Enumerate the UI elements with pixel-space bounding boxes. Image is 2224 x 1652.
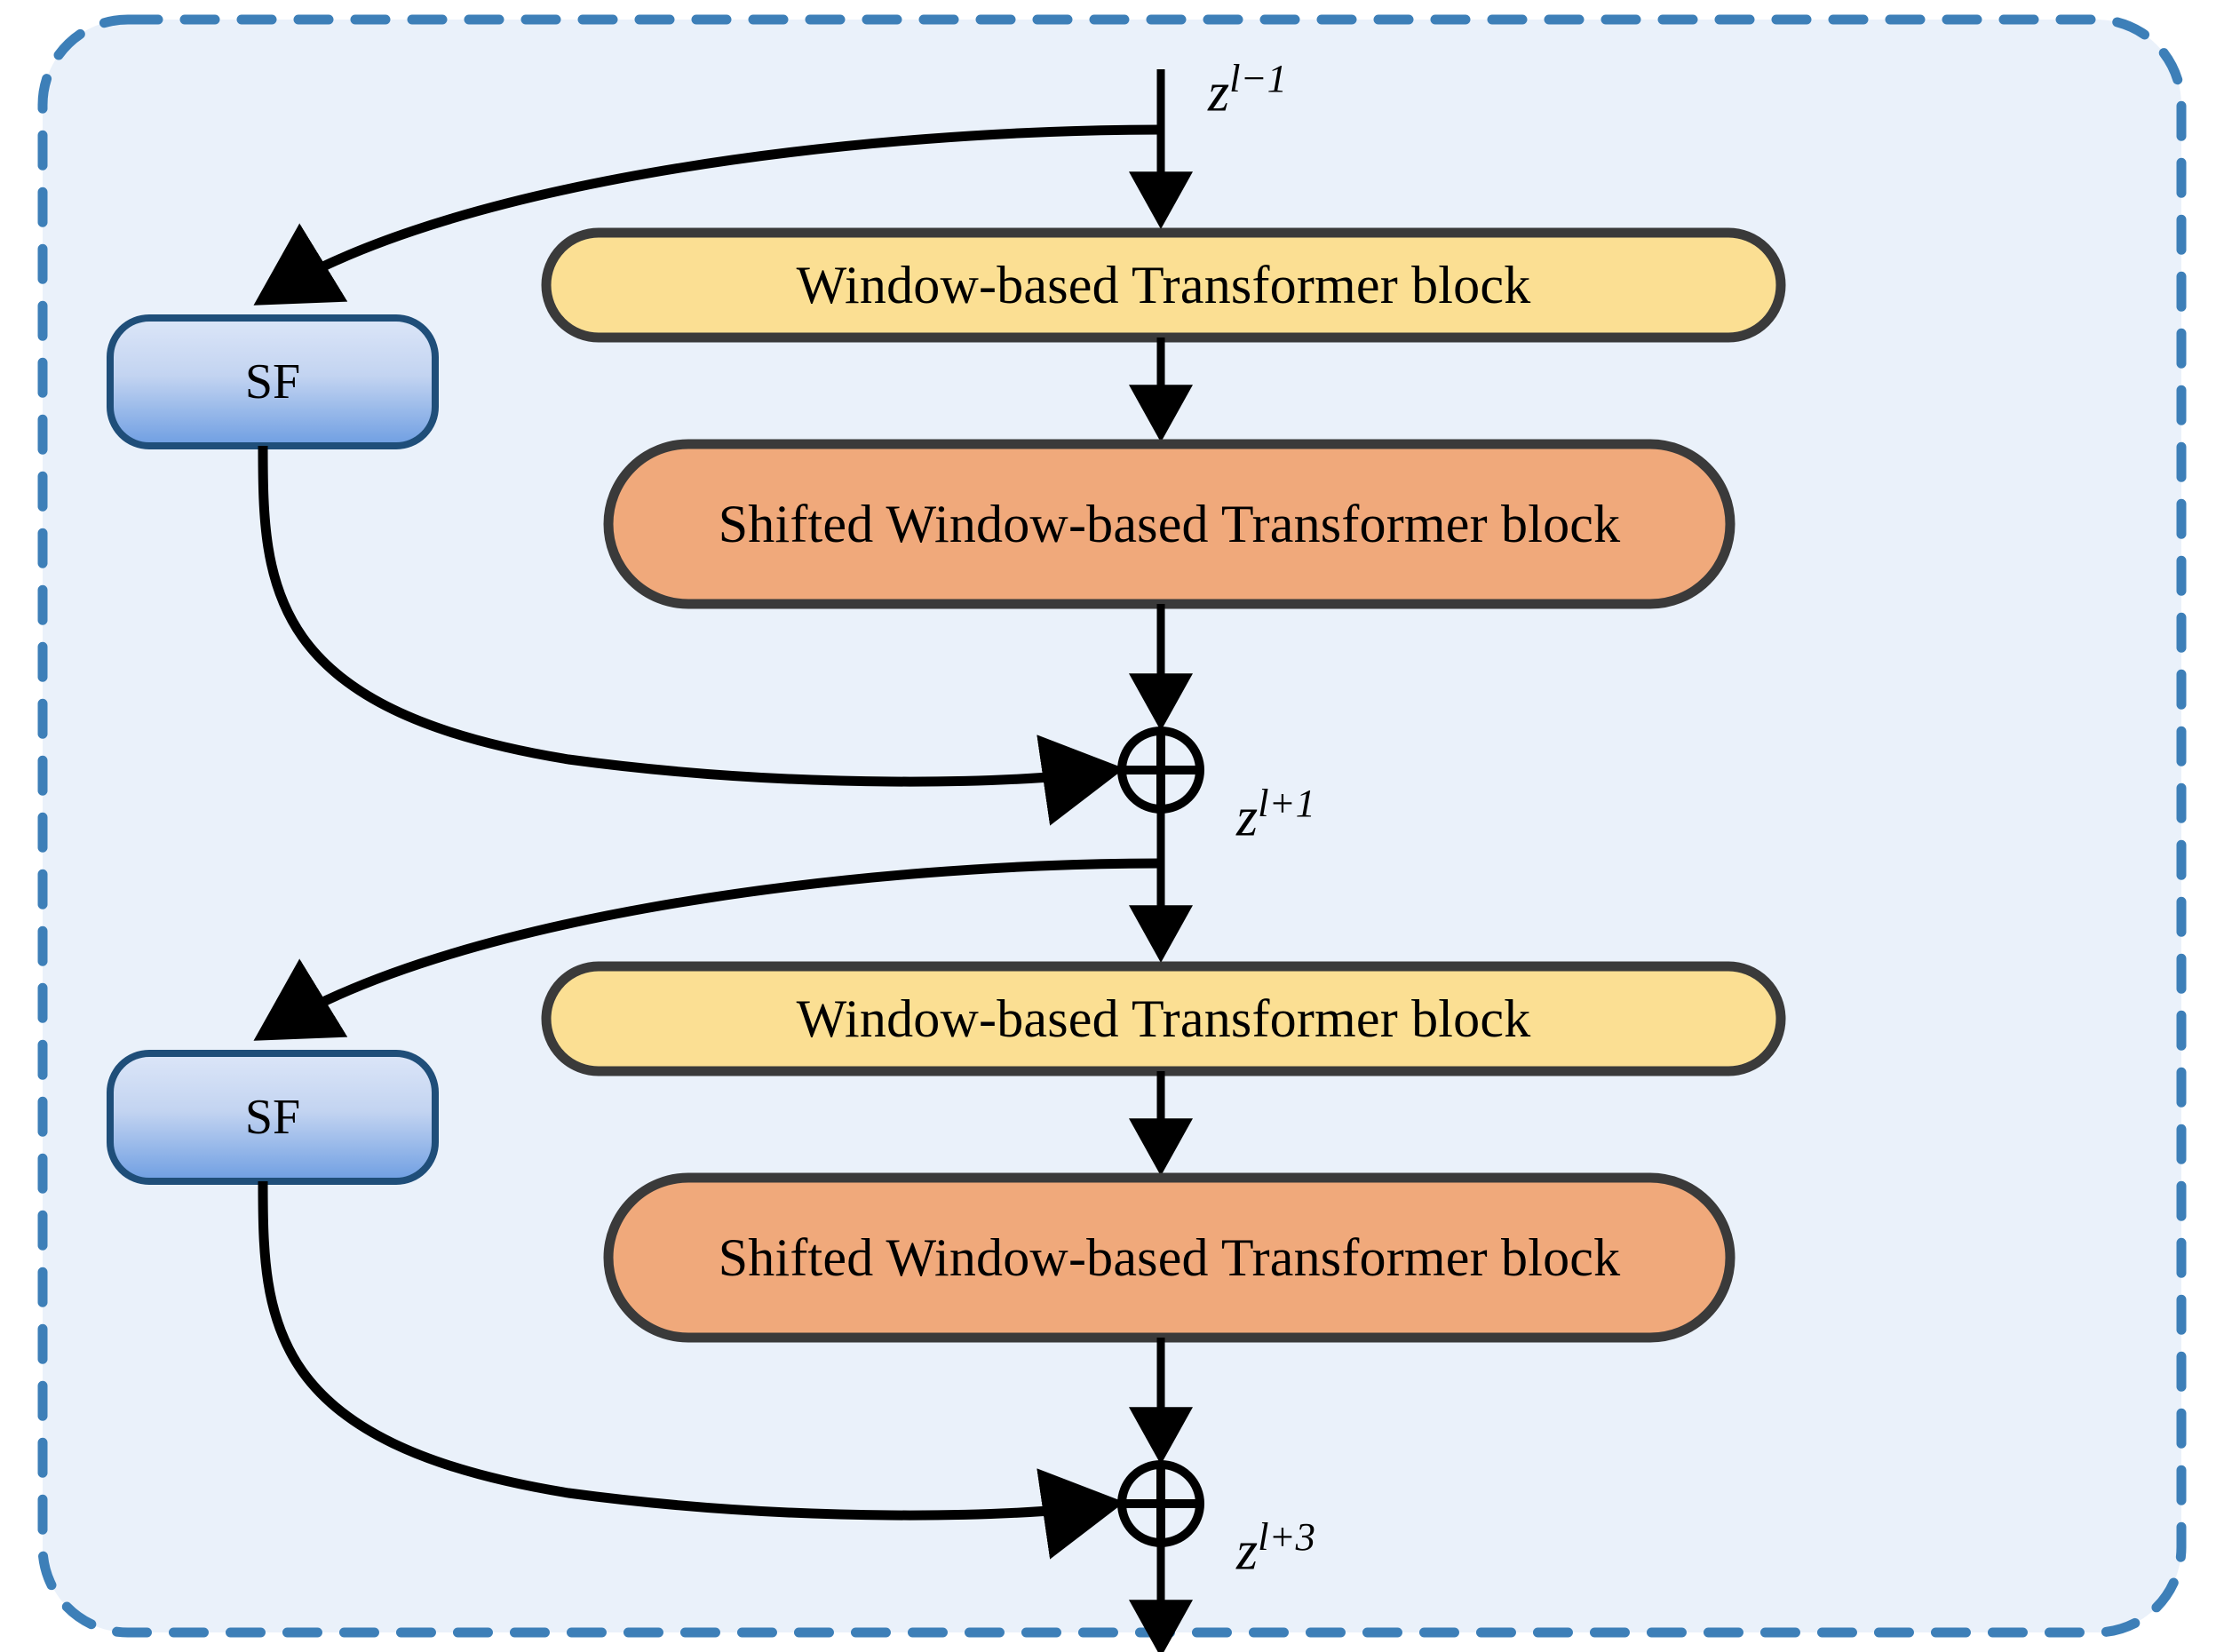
stage1-sf-box <box>107 314 439 449</box>
stage2-window-block-label: Window-based Transformer block <box>796 989 1531 1048</box>
stage2-shifted-block-label: Shifted Window-based Transformer block <box>718 1227 1621 1287</box>
stage1-input-label: zl−1 <box>1208 56 1287 123</box>
stage2-sf-to-sum-arrow <box>258 1180 1125 1560</box>
stage1-shifted-window-block <box>603 439 1736 609</box>
stage1-output-label: zl+1 <box>1236 781 1315 848</box>
stage1-sf-to-sum-arrow <box>258 445 1125 826</box>
stage2-sf-box <box>107 1050 439 1185</box>
stage2-sf-label: SF <box>244 1090 301 1145</box>
stage2-skip-to-sf-arrow <box>253 858 1162 1041</box>
stage1-skip-to-sf-arrow <box>253 124 1162 306</box>
stage1-window-block-label: Window-based Transformer block <box>796 255 1531 314</box>
stage1-shifted-block-label: Shifted Window-based Transformer block <box>718 494 1621 553</box>
stage1-sf-label: SF <box>244 354 301 409</box>
stage2-shifted-window-block <box>603 1172 1736 1343</box>
stage2-output-label: zl+3 <box>1236 1514 1315 1582</box>
